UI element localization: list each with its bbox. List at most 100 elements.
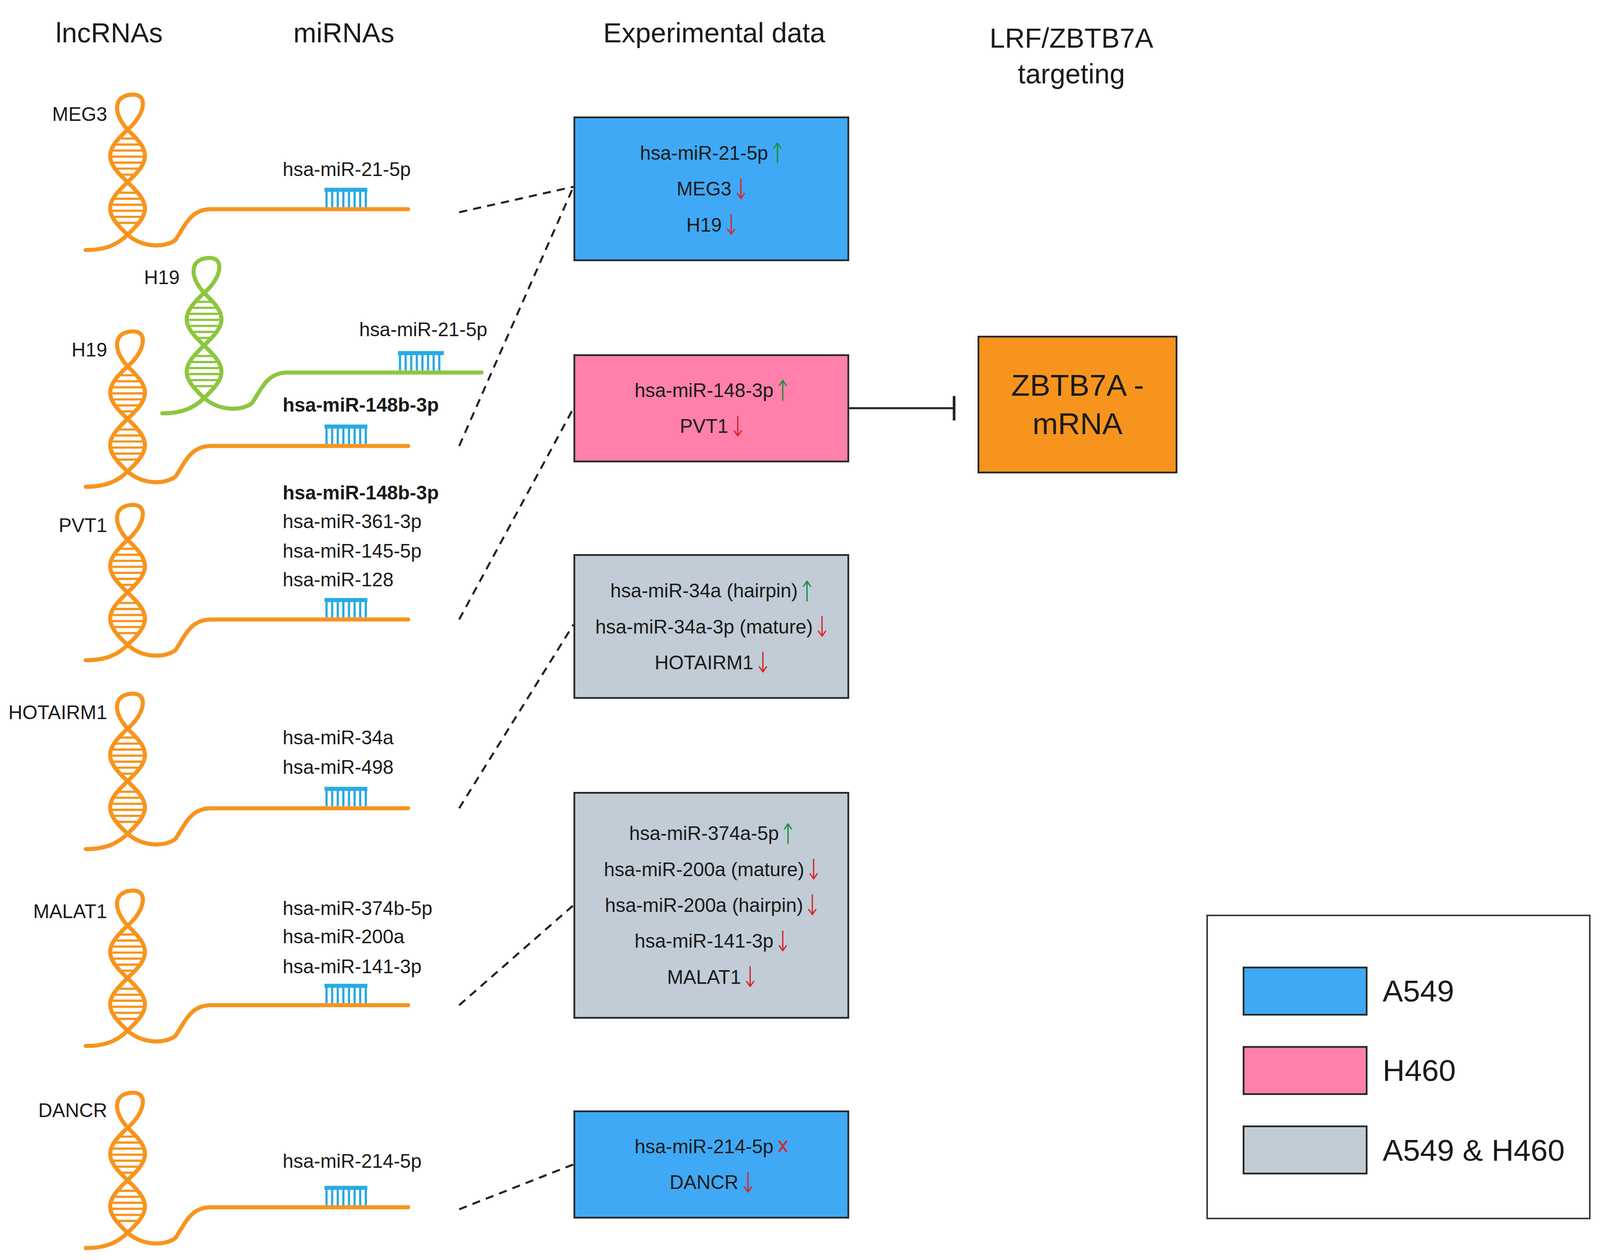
change-arrow — [726, 213, 737, 237]
base-pair — [188, 318, 220, 321]
base-pair — [119, 601, 136, 604]
inhibition-connector — [849, 395, 955, 421]
base-pair — [113, 1159, 142, 1162]
base-pair — [122, 1171, 134, 1174]
mirna-name: hsa-miR-145-5p — [282, 539, 422, 563]
base-pair — [112, 559, 142, 563]
text-line: DANCR — [669, 1164, 754, 1200]
base-pair — [120, 933, 135, 936]
text-line: hsa-miR-214-5p — [634, 1128, 788, 1165]
box-text: hsa-miR-148-3p — [634, 372, 774, 409]
rna-strand — [116, 693, 143, 729]
lncrna-name: MALAT1 — [33, 900, 108, 923]
dashed-link — [459, 1164, 574, 1210]
base-pair — [112, 754, 143, 757]
base-pair — [118, 458, 137, 461]
base-pair — [195, 354, 213, 357]
base-pair — [113, 571, 142, 574]
base-pair — [112, 1153, 143, 1156]
rna-strand — [116, 94, 143, 130]
base-pair — [112, 613, 143, 616]
base-pair — [116, 167, 139, 170]
box-text: H19 — [686, 206, 723, 243]
legend-swatch — [1242, 966, 1368, 1016]
change-arrow — [777, 929, 788, 953]
column-header: LRF/ZBTB7A targeting — [964, 20, 1179, 92]
box-text: hsa-miR-200a (mature) — [603, 851, 805, 888]
box-text: hsa-miR-374a-5p — [629, 815, 779, 851]
box-content: hsa-miR-214-5pDANCR — [634, 1128, 788, 1201]
base-pair — [188, 372, 220, 375]
mirna-name: hsa-miR-361-3p — [282, 510, 422, 533]
base-pair — [194, 385, 214, 388]
legend-swatch — [1242, 1045, 1368, 1095]
lncrna-name: PVT1 — [58, 514, 108, 537]
base-pair — [120, 137, 135, 140]
base-pair — [112, 565, 143, 568]
rna-strand — [116, 504, 143, 540]
text-line: PVT1 — [679, 408, 743, 444]
rna-strand — [127, 1206, 409, 1244]
base-pair — [120, 374, 135, 377]
mirna-seed — [324, 983, 368, 1004]
base-pair — [119, 428, 136, 431]
base-pair — [118, 820, 137, 823]
helix-strand — [110, 728, 146, 834]
base-pair — [113, 957, 142, 960]
base-pair — [118, 221, 137, 225]
text-line: H19 — [686, 206, 737, 243]
box-text: hsa-miR-34a (hairpin) — [610, 572, 799, 609]
experiment-box: hsa-miR-148-3pPVT1 — [573, 354, 850, 463]
mirna-name: hsa-miR-21-5p — [359, 318, 488, 341]
rna-strand — [85, 833, 128, 850]
base-pair — [115, 434, 141, 437]
base-pair — [115, 796, 141, 799]
dashed-link — [459, 186, 574, 446]
base-pair — [197, 300, 211, 304]
rna-strand — [127, 1004, 409, 1042]
mirna-name: hsa-miR-34a — [282, 726, 394, 749]
text-line: hsa-miR-148-3p — [634, 372, 788, 409]
mirna-name: hsa-miR-214-5p — [282, 1150, 422, 1173]
helix-strand — [186, 292, 222, 398]
change-arrow — [757, 651, 769, 674]
base-pair — [116, 577, 139, 581]
mirna-name: hsa-miR-21-5p — [282, 158, 412, 181]
base-pair — [120, 547, 135, 550]
mirna-seed — [324, 1185, 368, 1206]
dashed-link — [459, 624, 574, 809]
change-arrow — [777, 1135, 788, 1158]
box-text: MALAT1 — [666, 959, 742, 995]
base-pair — [112, 385, 142, 389]
base-pair — [112, 440, 143, 443]
base-pair — [119, 987, 136, 990]
base-pair — [112, 149, 142, 152]
base-pair — [116, 742, 139, 745]
rna-strand — [85, 471, 128, 488]
base-pair — [114, 452, 141, 455]
box-content: ZBTB7A - mRNA — [991, 366, 1164, 443]
base-pair — [122, 583, 134, 586]
connector-line — [849, 407, 955, 410]
experiment-box: hsa-miR-34a (hairpin)hsa-miR-34a-3p (mat… — [573, 554, 850, 699]
rna-strand — [116, 331, 143, 367]
change-arrow — [772, 141, 783, 165]
change-arrow — [816, 615, 828, 638]
rna-strand — [85, 1232, 128, 1248]
change-arrow — [808, 858, 819, 881]
base-pair — [113, 161, 142, 164]
base-pair — [118, 1219, 137, 1222]
base-pair — [114, 1213, 141, 1216]
base-pair — [112, 951, 143, 954]
base-pair — [114, 215, 141, 218]
base-pair — [114, 1011, 141, 1014]
legend-text: A549 & H460 — [1382, 1132, 1565, 1168]
base-pair — [112, 999, 143, 1002]
column-header: miRNAs — [293, 16, 395, 49]
mirna-name: hsa-miR-498 — [282, 756, 394, 779]
text-line: hsa-miR-141-3p — [634, 922, 788, 959]
base-pair — [114, 625, 141, 629]
dashed-link — [459, 186, 574, 213]
change-arrow — [807, 893, 818, 917]
box-text: HOTAIRM1 — [654, 644, 754, 681]
